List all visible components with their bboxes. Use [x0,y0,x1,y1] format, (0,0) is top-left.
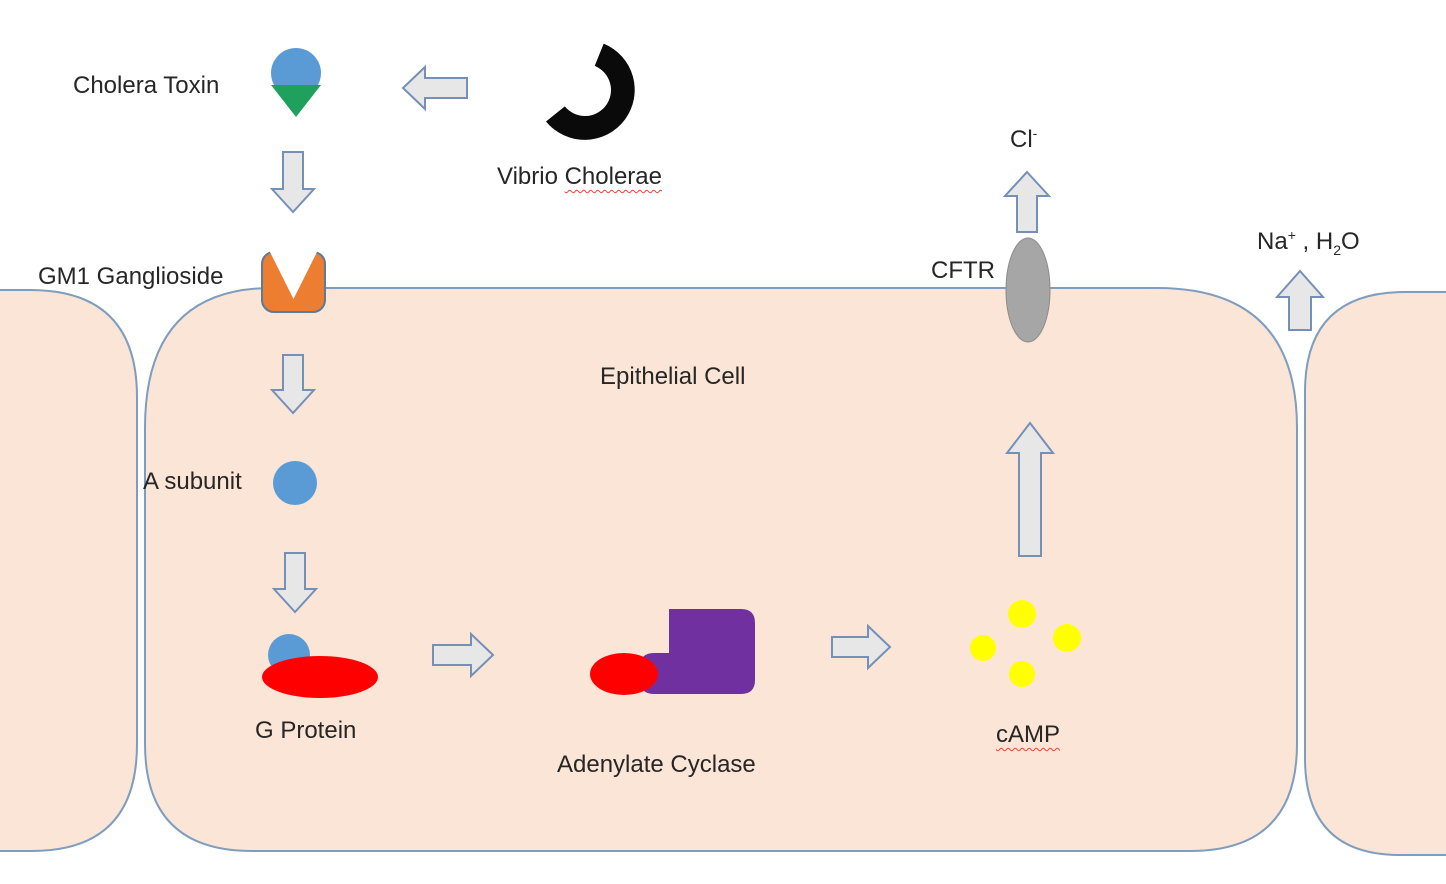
cholerae-word: Cholerae [564,163,662,190]
gm1-receptor-notch [269,250,318,299]
adenylate-cyclase-icon [590,609,755,695]
camp-label: cAMP [996,721,1061,748]
arrow-gprotein-to-adenylate-icon [432,631,495,679]
h2o-part1: , H [1295,228,1334,255]
arrow-cftr-to-cl-icon [1002,170,1052,233]
cl-charge: - [1032,125,1038,141]
vibrio-word: Vibrio [497,163,565,190]
cl-base: Cl [1010,126,1033,153]
cftr-label: CFTR [931,257,995,284]
a-subunit-label: A subunit [143,468,242,495]
arrow-vibrio-to-toxin-icon [401,64,468,112]
vibrio-cholerae-icon [546,43,635,140]
camp-molecule [1008,600,1036,628]
cholera-toxin-label: Cholera Toxin [73,72,220,99]
vibrio-cholerae-label: Vibrio Cholerae [497,162,662,192]
epithelial-cell-label: Epithelial Cell [600,363,746,390]
arrow-toxin-to-gm1-icon [269,151,317,214]
toxin-a-subunit-shape [271,85,321,117]
a-subunit-icon [273,461,317,505]
camp-molecule [1053,624,1081,652]
epithelial-cell-body [144,287,1298,852]
arrow-gm1-to-asubunit-icon [269,354,317,415]
sodium-water-label: Na+ , H2O [1257,220,1360,265]
g-protein-label: G Protein [255,717,357,744]
adenylate-gprotein-shape [590,653,658,695]
camp-molecule [1009,661,1035,687]
camp-molecule [970,635,996,661]
adenylate-cyclase-label: Adenylate Cyclase [557,751,756,778]
h2o-subscript: 2 [1333,241,1342,258]
na-base: Na [1257,228,1288,255]
arrow-camp-to-cftr-icon [1004,421,1056,557]
g-protein-body-shape [262,656,378,698]
cftr-channel-icon [1005,237,1051,343]
cholera-toxin-icon [271,48,321,117]
h2o-part2: O [1341,228,1360,255]
arrow-asubunit-to-gprotein-icon [271,552,319,614]
camp-molecules-icon [970,600,1081,687]
g-protein-icon [262,634,378,698]
arrow-na-h2o-icon [1274,269,1326,331]
gm1-ganglioside-label: GM1 Ganglioside [38,263,224,290]
right-neighbor-cell [1304,291,1446,856]
na-charge: + [1287,227,1296,243]
left-neighbor-cell [0,289,138,852]
arrow-adenylate-to-camp-icon [831,623,892,671]
chloride-ion-label: Cl- [1010,118,1037,155]
gm1-ganglioside-icon [261,250,326,313]
adenylate-cyclase-enzyme-shape [640,609,755,694]
